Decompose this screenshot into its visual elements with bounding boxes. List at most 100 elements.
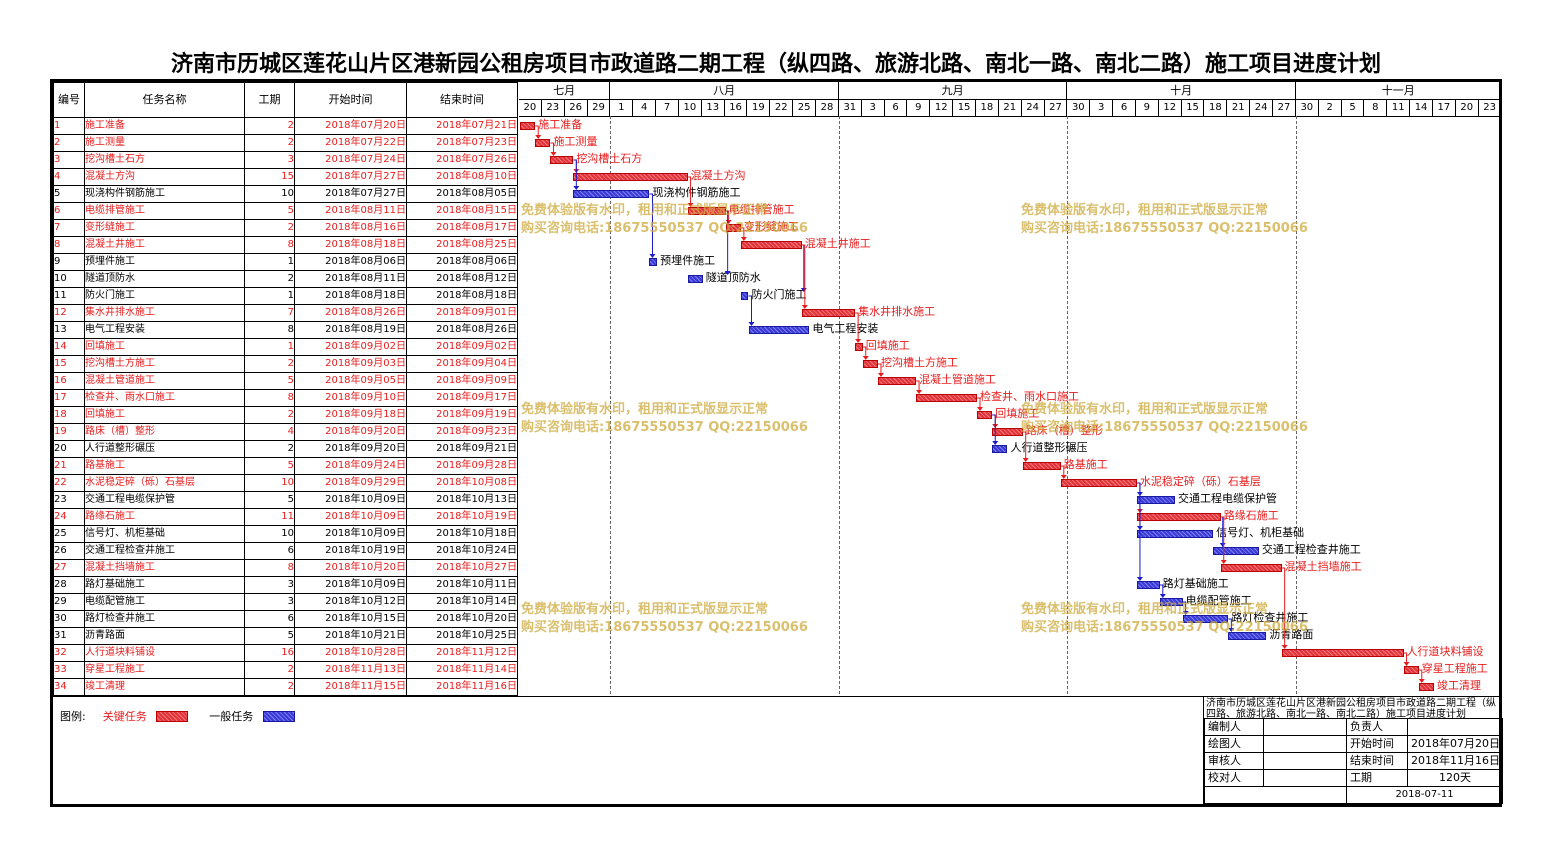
task-bar[interactable]: [1418, 683, 1434, 691]
task-bar[interactable]: [687, 207, 726, 215]
task-bar[interactable]: [862, 360, 878, 368]
task-bar[interactable]: [916, 394, 977, 402]
task-bar[interactable]: [1159, 598, 1183, 606]
task-end: 2018年09月21日: [406, 440, 518, 458]
task-bar[interactable]: [1228, 632, 1267, 640]
day-label: 7: [656, 99, 679, 116]
month-label: 九月: [839, 82, 1068, 99]
task-bar[interactable]: [1060, 479, 1137, 487]
task-bar[interactable]: [1220, 564, 1282, 572]
task-bar[interactable]: [520, 122, 536, 130]
task-bar[interactable]: [535, 139, 551, 147]
task-no: 17: [53, 389, 85, 407]
dependency-link: [748, 295, 752, 325]
dependency-link: [977, 397, 981, 410]
task-bar[interactable]: [1136, 513, 1221, 521]
dependency-link: [855, 312, 859, 342]
task-no: 31: [53, 627, 85, 645]
dependency-arrow: [687, 203, 694, 207]
month-label: 十月: [1067, 82, 1296, 99]
task-bar[interactable]: [550, 156, 574, 164]
task-start: 2018年07月24日: [294, 151, 407, 169]
task-bar[interactable]: [748, 326, 810, 334]
task-duration: 1: [244, 338, 295, 356]
day-label: 30: [1067, 99, 1091, 116]
checker-label: 校对人: [1204, 769, 1264, 787]
task-bar[interactable]: [1136, 496, 1176, 504]
task-duration: 3: [244, 151, 295, 169]
task-bar[interactable]: [992, 428, 1023, 436]
task-end: 2018年09月23日: [406, 423, 518, 441]
task-end: 2018年10月11日: [406, 576, 518, 594]
task-duration: 4: [244, 423, 295, 441]
dependency-link: [1159, 584, 1164, 597]
task-end: 2018年08月18日: [406, 287, 518, 305]
dependency-link: [740, 227, 745, 240]
task-bar[interactable]: [687, 275, 703, 283]
task-bar-label: 路床（槽）整形: [1025, 424, 1103, 437]
day-label: 19: [748, 99, 771, 116]
task-bar-label: 变形缝施工: [743, 220, 799, 233]
legend-critical-swatch: [156, 710, 189, 722]
day-label: 28: [816, 99, 839, 116]
task-bar[interactable]: [740, 241, 802, 249]
task-duration: 3: [244, 576, 295, 594]
day-label: 23: [1479, 99, 1502, 116]
day-label: 31: [839, 99, 862, 116]
task-start: 2018年10月09日: [294, 508, 407, 526]
task-duration: 8: [244, 389, 295, 407]
task-no: 9: [53, 253, 85, 271]
task-duration: 2: [244, 134, 295, 152]
task-name: 检查井、雨水口施工: [84, 389, 245, 407]
dependency-arrow: [550, 152, 557, 156]
task-bar[interactable]: [725, 224, 741, 232]
task-bar[interactable]: [977, 411, 993, 419]
task-bar[interactable]: [1213, 547, 1259, 555]
col-end-header: 结束时间: [406, 82, 518, 118]
task-bar[interactable]: [1182, 615, 1229, 623]
legend-normal-swatch: [262, 710, 295, 722]
task-end: 2018年11月12日: [406, 644, 518, 662]
task-bar[interactable]: [801, 309, 856, 317]
task-bar[interactable]: [649, 258, 658, 266]
task-duration: 5: [244, 372, 295, 390]
task-bar[interactable]: [1403, 666, 1419, 674]
day-label: 18: [1205, 99, 1228, 116]
task-no: 7: [53, 219, 85, 237]
dependency-arrow: [649, 254, 656, 258]
dependency-arrow: [916, 390, 923, 394]
watermark: 免费体验版有水印，租用和正式版显示正常购买咨询电话:18675550537 QQ…: [521, 602, 808, 635]
task-bar[interactable]: [855, 343, 863, 351]
task-bar[interactable]: [573, 173, 688, 181]
task-bar[interactable]: [1281, 649, 1404, 657]
plan-date: 2018-07-11: [1346, 786, 1503, 804]
task-end: 2018年08月15日: [406, 202, 518, 220]
task-bar[interactable]: [573, 190, 650, 198]
dependency-arrow: [1281, 645, 1288, 649]
dependency-link: [725, 210, 729, 274]
task-name: 混凝土井施工: [84, 236, 245, 254]
task-bar[interactable]: [877, 377, 917, 385]
task-bar[interactable]: [992, 445, 1008, 453]
task-name: 挖沟槽土石方: [84, 151, 245, 169]
end-value: 2018年11月16日: [1407, 752, 1503, 770]
editor-label: 编制人: [1204, 718, 1264, 736]
table-header: 编号 任务名称 工期 开始时间 结束时间: [53, 82, 518, 118]
task-bar[interactable]: [1136, 530, 1214, 538]
task-no: 2: [53, 134, 85, 152]
dependency-link: [1060, 465, 1065, 478]
task-end: 2018年11月14日: [406, 661, 518, 679]
task-bar-label: 信号灯、机柜基础: [1216, 526, 1305, 539]
task-bar[interactable]: [740, 292, 749, 300]
task-end: 2018年10月24日: [406, 542, 518, 560]
task-bar-label: 防火门施工: [751, 288, 807, 301]
task-start: 2018年09月03日: [294, 355, 407, 373]
task-bar[interactable]: [1022, 462, 1061, 470]
task-bar[interactable]: [1136, 581, 1160, 589]
task-duration: 2: [244, 661, 295, 679]
